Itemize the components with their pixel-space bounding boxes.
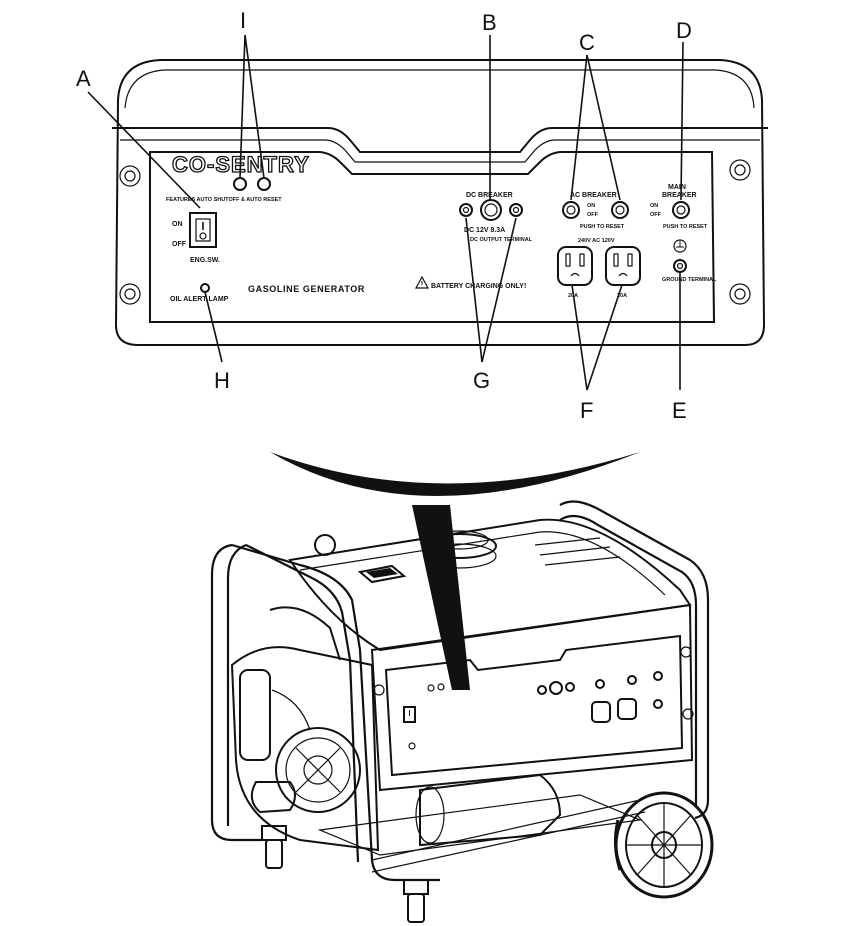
warning-triangle-icon [414, 275, 430, 289]
co-indicator-lamp-1 [233, 177, 247, 191]
panel-title: GASOLINE GENERATOR [248, 284, 365, 294]
co-sentry-label: FEATURES AUTO SHUTOFF & AUTO RESET [166, 197, 282, 203]
recoil-starter [275, 727, 361, 813]
callout-h: H [214, 368, 230, 393]
dc-breaker-button[interactable] [480, 199, 502, 221]
main-off-label: OFF [650, 212, 662, 218]
ground-terminal-label: GROUND TERMINAL [662, 277, 717, 283]
callout-e: E [672, 398, 687, 423]
oil-alert-lamp-label: OIL ALERT LAMP [170, 296, 229, 303]
ac-push-to-reset: PUSH TO RESET [580, 224, 625, 230]
fuel-gauge [357, 564, 407, 584]
mini-panel-controls [403, 671, 663, 750]
battery-warning-text: BATTERY CHARGING ONLY! [431, 283, 526, 290]
fuel-cap [423, 530, 497, 569]
main-on-label: ON [650, 203, 658, 209]
callout-i: I [240, 8, 246, 33]
callout-d: D [676, 18, 692, 43]
ac-outlet-right[interactable] [605, 246, 641, 286]
oil-alert-lamp [200, 283, 210, 293]
dc-terminal-negative[interactable] [459, 203, 473, 217]
engine-switch-label: ENG.SW. [190, 257, 220, 264]
ground-terminal[interactable] [673, 259, 687, 273]
ac-off-label: OFF [587, 212, 599, 218]
ground-symbol-icon [673, 239, 687, 253]
ac-on-label: ON [587, 203, 595, 209]
panel-screw [729, 283, 751, 305]
callout-c: C [579, 30, 595, 55]
dc-output-label: DC OUTPUT TERMINAL [470, 237, 533, 243]
rubber-foot-left [261, 825, 287, 869]
callout-leaders [87, 34, 684, 391]
panel-screw [729, 159, 751, 181]
outlet-right-amp: 20A [617, 293, 627, 299]
callout-a: A [76, 66, 91, 91]
main-breaker-button[interactable] [672, 201, 690, 219]
main-breaker-title-2: BREAKER [662, 192, 697, 199]
ac-breaker-left[interactable] [562, 201, 580, 219]
engine-switch[interactable] [189, 212, 217, 248]
callout-labels: A B C D E F G H I [76, 8, 692, 423]
dc-rating: DC 12V 8.3A [464, 227, 505, 234]
callout-f: F [580, 398, 593, 423]
switch-on-label: ON [172, 221, 183, 228]
callout-g: G [473, 368, 490, 393]
generator-illustration [210, 500, 714, 923]
switch-off-label: OFF [172, 241, 187, 248]
ac-rating: 240V AC 120V [578, 238, 615, 244]
ac-outlet-left[interactable] [557, 246, 593, 286]
callout-b: B [482, 10, 497, 35]
panel-screw [119, 165, 141, 187]
ac-breaker-right[interactable] [611, 201, 629, 219]
dc-terminal-positive[interactable] [509, 203, 523, 217]
main-push-to-reset: PUSH TO RESET [663, 224, 708, 230]
wheel [613, 791, 714, 899]
rubber-foot-right [403, 879, 429, 923]
control-panel-closeup: CO-SENTRY FEATURES AUTO SHUTOFF & AUTO R… [112, 59, 768, 346]
co-indicator-lamp-2 [257, 177, 271, 191]
panel-screw [119, 283, 141, 305]
main-breaker-title-1: MAIN [668, 184, 686, 191]
ac-breaker-title: AC BREAKER [570, 192, 617, 199]
